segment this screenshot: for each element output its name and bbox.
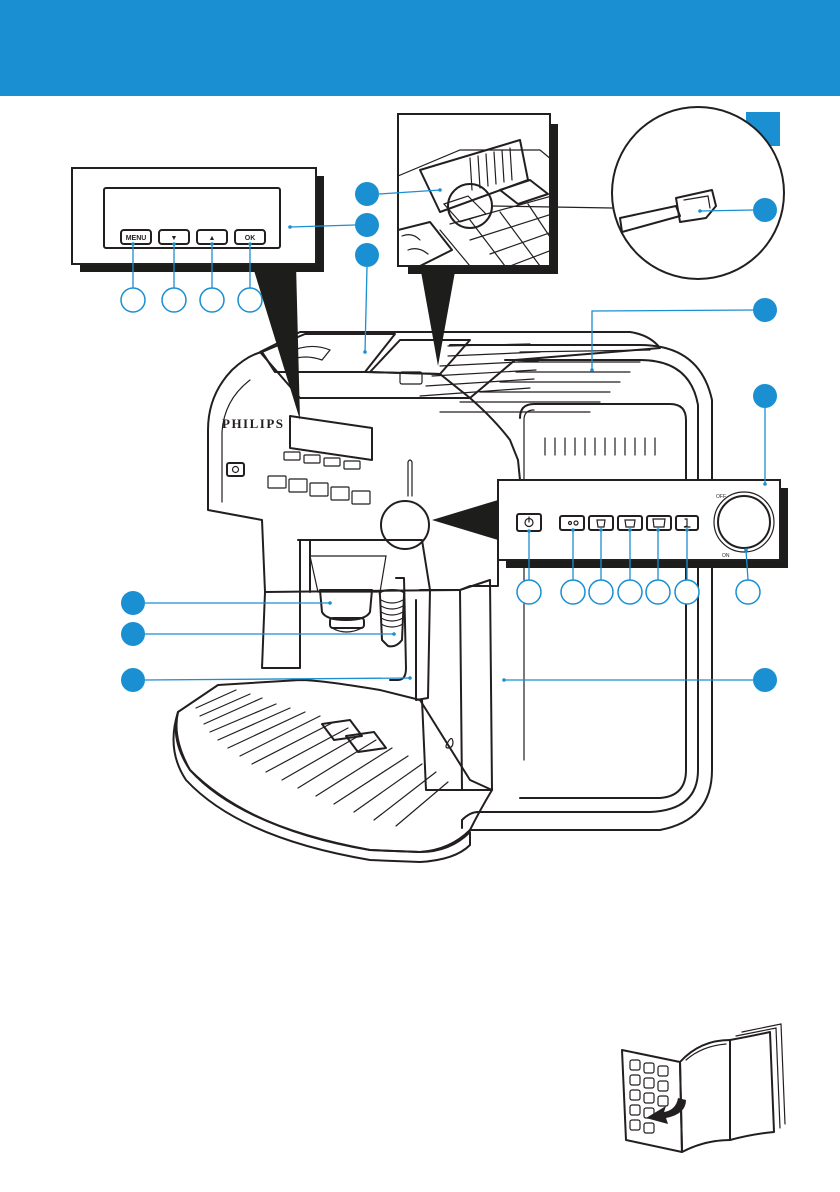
leader-end-dispensing-spout — [328, 601, 332, 605]
drip-tray-illustration — [174, 680, 493, 862]
control-panel-zoom: OFF ON — [432, 480, 788, 568]
leader-end-steam-dial — [763, 482, 767, 486]
leader-end-bean-lid — [363, 350, 367, 354]
callout-small-cup-button — [589, 580, 613, 604]
callout-display-group — [355, 182, 379, 206]
leader-end-ok-button — [248, 242, 252, 246]
callout-measuring-scoop — [753, 198, 777, 222]
callout-display-window — [355, 213, 379, 237]
leader-end-measuring-scoop — [698, 209, 702, 213]
callout-dispensing-spout — [121, 591, 145, 615]
leader-end-side-panel — [502, 678, 506, 682]
leader-end-medium-cup-button — [628, 528, 632, 532]
leader-end-up-button — [210, 242, 214, 246]
down-button-label: ▼ — [171, 235, 178, 242]
side-vents — [545, 438, 655, 455]
fold-out-booklet-icon — [622, 1024, 785, 1152]
leader-end-power-button — [527, 529, 531, 533]
front-beverage-buttons — [268, 476, 370, 504]
leader-bean-lid — [365, 267, 367, 352]
callout-large-cup-button — [646, 580, 670, 604]
leader-end-steam-button — [685, 528, 689, 532]
coffee-spout — [310, 556, 386, 632]
callout-steam-dial — [753, 384, 777, 408]
ok-button-label: OK — [245, 235, 256, 242]
leader-end-display-window — [288, 225, 292, 229]
leader-end-menu-button — [131, 242, 135, 246]
leader-end-cup-holder — [590, 368, 594, 372]
compartment-inset — [398, 114, 558, 366]
leader-end-display-group — [438, 188, 442, 192]
callout-ok-button — [238, 288, 262, 312]
callout-cup-holder — [753, 298, 777, 322]
callout-drip-tray-grill — [121, 668, 145, 692]
menu-button-label: MENU — [126, 235, 147, 242]
callout-steam-wand — [121, 622, 145, 646]
callout-dial-knob — [736, 580, 760, 604]
leader-end-steam-wand — [392, 632, 396, 636]
callout-bean-lid — [355, 243, 379, 267]
leader-end-aroma-button — [571, 528, 575, 532]
callout-power-button — [517, 580, 541, 604]
leader-end-down-button — [172, 242, 176, 246]
leader-end-dial-knob — [744, 548, 748, 552]
leader-end-small-cup-button — [599, 528, 603, 532]
dial-label-top: OFF — [716, 494, 726, 500]
brand-label: PHILIPS — [222, 416, 285, 431]
up-button-label: ▲ — [209, 235, 216, 242]
cup-warmer-grille — [420, 344, 650, 412]
leader-end-drip-tray-grill — [408, 676, 412, 680]
steam-wand-illustration — [380, 578, 406, 680]
leader-end-large-cup-button — [656, 528, 660, 532]
callout-medium-cup-button — [618, 580, 642, 604]
callout-down-button — [162, 288, 186, 312]
front-power-button — [227, 463, 244, 476]
callout-side-panel — [753, 668, 777, 692]
callout-menu-button — [121, 288, 145, 312]
callout-aroma-button — [561, 580, 585, 604]
callout-steam-button — [675, 580, 699, 604]
dial-label-bottom: ON — [722, 553, 730, 559]
leader-drip-tray-grill — [145, 678, 410, 680]
front-display-buttons — [284, 452, 360, 469]
callout-up-button — [200, 288, 224, 312]
